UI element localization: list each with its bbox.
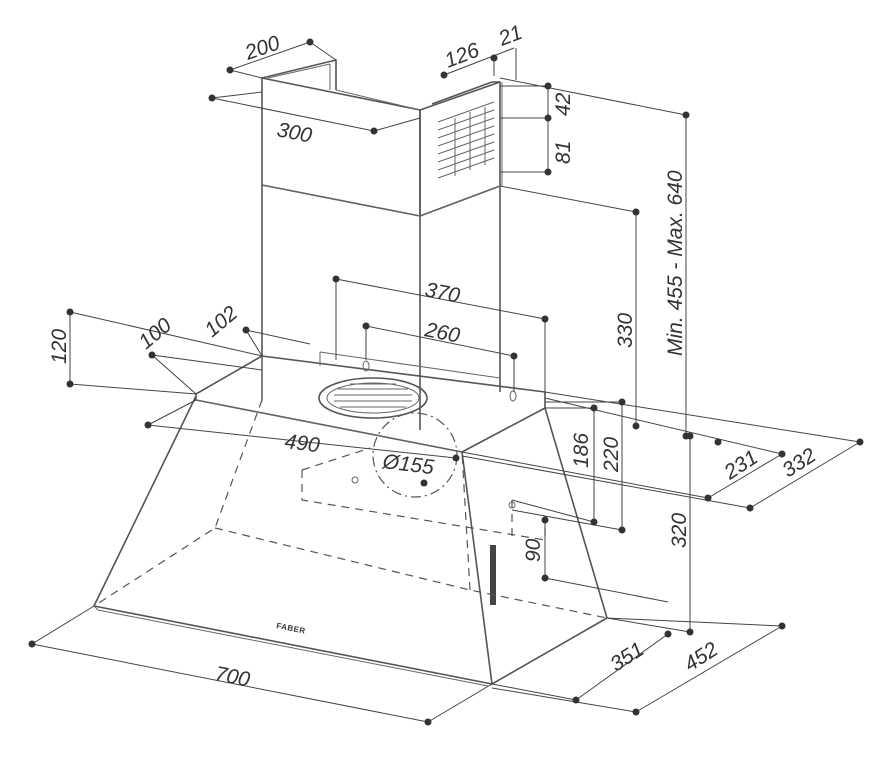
dim-126: 126 xyxy=(442,39,483,73)
dim-351: 351 xyxy=(606,638,648,676)
dim-81: 81 xyxy=(552,141,575,164)
dim-height-range: Min. 455 - Max. 640 xyxy=(664,170,687,356)
dim-21: 21 xyxy=(495,21,526,51)
dim-700: 700 xyxy=(213,662,252,691)
dim-320: 320 xyxy=(668,513,691,548)
dimension-lines xyxy=(31,41,861,723)
hood-body: FABER xyxy=(93,351,608,687)
control-buttons xyxy=(490,545,496,605)
dim-100: 100 xyxy=(134,313,176,353)
dim-300: 300 xyxy=(275,118,314,147)
dim-370: 370 xyxy=(423,278,462,307)
dimension-endpoints xyxy=(28,38,864,726)
dim-231: 231 xyxy=(719,446,762,485)
dim-42: 42 xyxy=(552,92,575,116)
dim-330: 330 xyxy=(614,313,637,348)
dim-120: 120 xyxy=(48,329,71,364)
dim-outlet-diameter: Ø155 xyxy=(380,450,435,479)
dim-90: 90 xyxy=(522,538,545,562)
dim-490: 490 xyxy=(283,430,321,457)
dim-260: 260 xyxy=(422,318,462,348)
brand-logo: FABER xyxy=(276,621,307,635)
dim-332: 332 xyxy=(778,444,820,483)
outlet-ring xyxy=(318,377,428,419)
dim-186: 186 xyxy=(570,433,593,468)
dim-452: 452 xyxy=(680,638,722,677)
dim-200: 200 xyxy=(241,31,283,65)
dim-220: 220 xyxy=(600,437,623,473)
vent-grille xyxy=(437,101,495,179)
dim-102: 102 xyxy=(200,301,242,341)
